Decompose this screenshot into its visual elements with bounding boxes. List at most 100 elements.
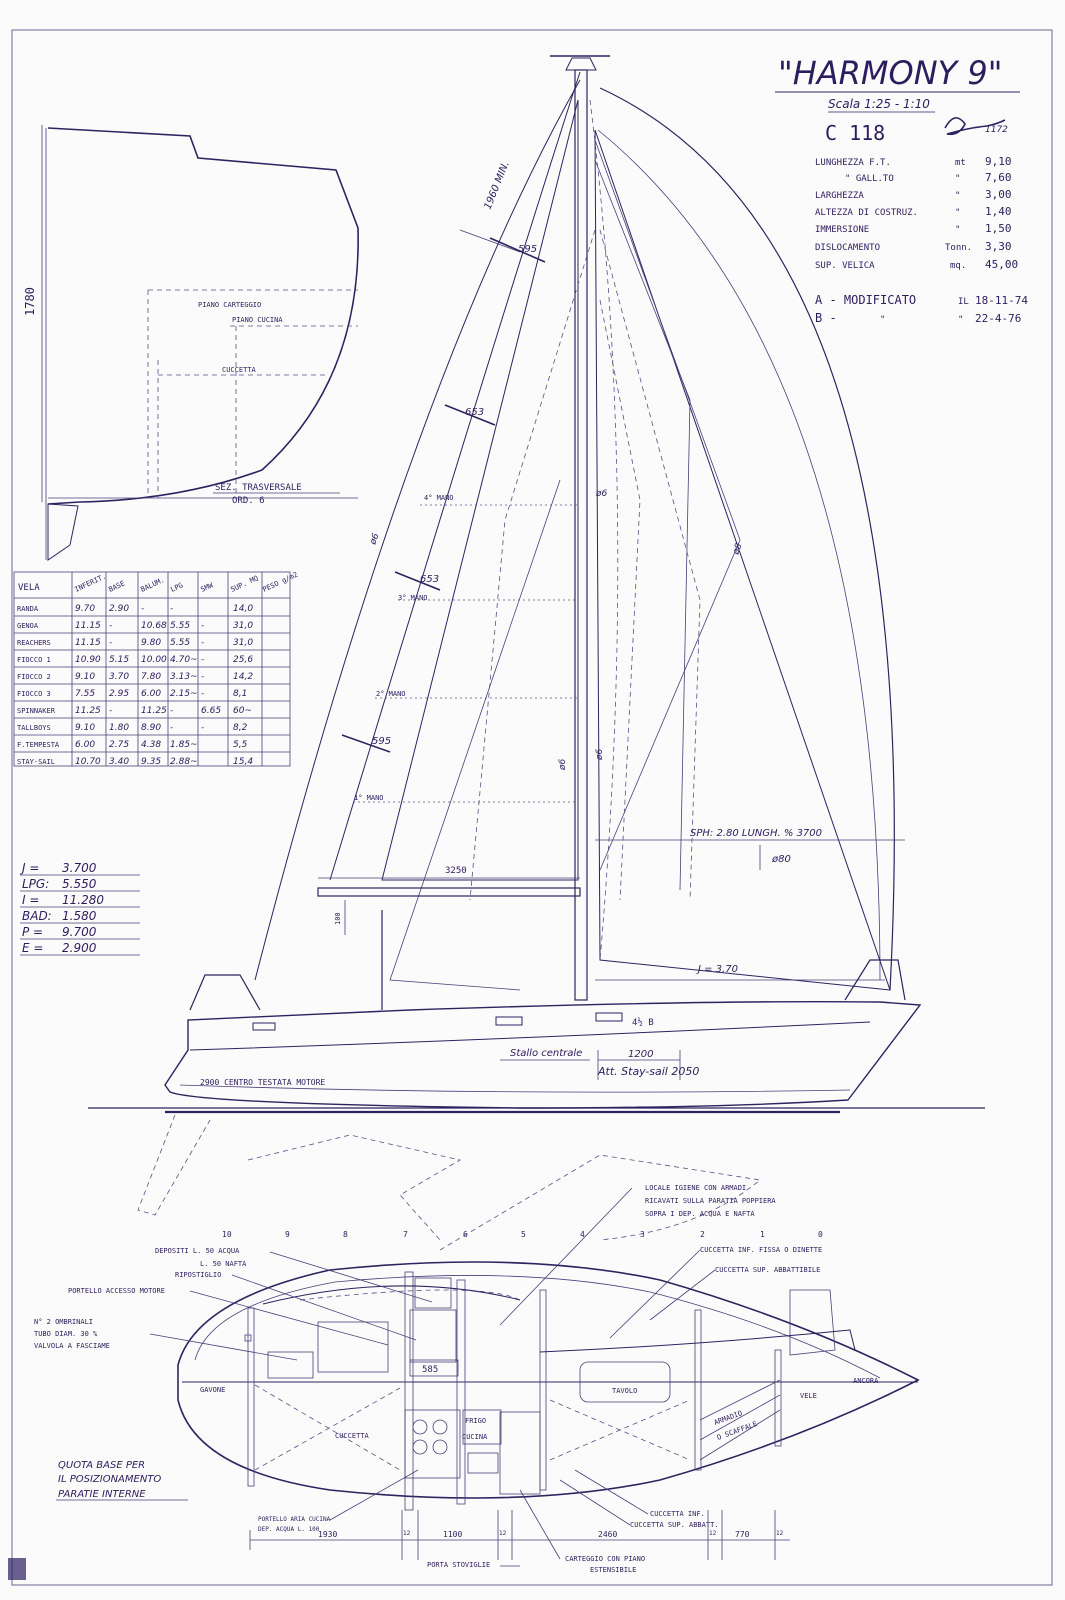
sail-table-cell: - <box>109 638 112 648</box>
svg-text:1930: 1930 <box>318 1530 337 1539</box>
cuccetta-label: CUCCETTA <box>222 366 257 374</box>
sail-table-cell: 9.70 <box>75 604 95 614</box>
svg-text:9.700: 9.700 <box>62 925 97 939</box>
genoa <box>594 129 891 991</box>
keel-section <box>47 503 79 561</box>
spec-row: LUNGHEZZA F.T. mt 9,10 <box>815 155 1012 168</box>
sail-table-cell: 4.70~ <box>170 655 198 665</box>
svg-text:770: 770 <box>735 1530 750 1539</box>
sail-table-cell: 8.90 <box>141 723 161 733</box>
svg-text:" GALL.TO: " GALL.TO <box>845 174 894 184</box>
bow-pulpit <box>844 959 906 1001</box>
svg-text:1,40: 1,40 <box>985 205 1012 218</box>
svg-text:2: 2 <box>700 1230 705 1239</box>
drawing-title: "HARMONY 9" <box>778 54 1002 92</box>
sail-table-cell: GENOA <box>17 622 39 630</box>
svg-text:1.580: 1.580 <box>62 909 97 923</box>
section-outline <box>47 127 359 505</box>
room-tavolo: TAVOLO <box>612 1387 637 1395</box>
mast-height-note: 1960 MIN. <box>483 160 512 211</box>
engine-note: 2900 CENTRO TESTATA MOTORE <box>200 1078 325 1087</box>
sail-table-cell: FIOCCO 1 <box>17 656 51 664</box>
porthole <box>595 1012 623 1022</box>
sail-table-cell: FIOCCO 2 <box>17 673 51 681</box>
sail-table-cell: 4.38 <box>141 740 161 750</box>
boom <box>317 887 581 897</box>
sail-table-cell: TALLBOYS <box>17 724 51 732</box>
sail-table-cell: 2.90 <box>109 604 129 614</box>
sail-table-cell: 11.15 <box>75 621 101 631</box>
spinnaker-pole-note: SPH: 2.80 LUNGH. % 3700 <box>690 828 822 839</box>
svg-text:LUNGHEZZA F.T.: LUNGHEZZA F.T. <box>815 158 891 168</box>
sail-table-cell: 9.10 <box>75 672 95 682</box>
svg-text:4: 4 <box>580 1230 585 1239</box>
svg-text:5.550: 5.550 <box>62 877 97 891</box>
svg-text:SOPRA I DEP. ACQUA E NAFTA: SOPRA I DEP. ACQUA E NAFTA <box>645 1210 755 1218</box>
signature-mark <box>944 117 1006 136</box>
svg-text:": " <box>955 225 960 235</box>
deck-edge <box>262 1285 521 1305</box>
svg-text:RICAVATI SULLA PARATIA POPPIER: RICAVATI SULLA PARATIA POPPIERA <box>645 1197 776 1205</box>
sail-table-cell: 6.00 <box>75 740 95 750</box>
sail-table-cell: REACHERS <box>17 639 51 647</box>
svg-text:mt: mt <box>955 158 966 168</box>
sail-table: VELA INFERIT. BASE BALUM. LPG SMW SUP. M… <box>13 571 299 767</box>
reef-1-label: 1° MANO <box>354 794 384 802</box>
sail-table-cell: - <box>170 706 173 716</box>
room-vele: VELE <box>800 1392 817 1400</box>
svg-text:3.700: 3.700 <box>62 861 97 875</box>
sheet-border <box>11 29 1053 1586</box>
sail-table-cell: 11.25 <box>141 706 167 716</box>
svg-text:10: 10 <box>222 1230 232 1239</box>
sail-table-cell: - <box>109 621 112 631</box>
mainsail <box>381 99 579 881</box>
sail-table-cell: 15,4 <box>233 757 253 767</box>
mod-a-date: 18-11-74 <box>975 294 1028 307</box>
sail-table-cell: - <box>170 723 173 733</box>
sail-table-cell: RANDA <box>17 605 39 613</box>
sheer-line <box>189 1021 871 1051</box>
sail-table-cell: 5.15 <box>109 655 129 665</box>
sail-table-cell: - <box>201 723 204 733</box>
sail-table-cell: 14,0 <box>233 604 253 614</box>
reef-4-label: 4° MANO <box>424 494 454 502</box>
spec-row: IMMERSIONE"1,50 <box>815 222 1012 235</box>
note-portello-aria: PORTELLO ARIA CUCINA <box>258 1516 331 1523</box>
note-ripostiglio: RIPOSTIGLIO <box>175 1271 221 1279</box>
reef-2-label: 2° MANO <box>376 690 406 698</box>
transverse-section: 1780 PIANO CARTEGGIO PIANO CUCINA CUCCET… <box>23 125 359 561</box>
svg-text:0: 0 <box>818 1230 823 1239</box>
sail-table-cell: 5.55 <box>170 621 190 631</box>
porthole <box>495 1016 523 1026</box>
sail-table-cell: 2.15~ <box>170 689 198 699</box>
sail-table-cell: - <box>201 638 204 648</box>
room-cucina: CUCINA <box>462 1433 488 1441</box>
stallo-label: Stallo centrale <box>510 1048 582 1059</box>
sail-table-cell: 9.80 <box>141 638 161 648</box>
svg-text:BALUM.: BALUM. <box>139 576 165 594</box>
svg-text:LPG: LPG <box>169 581 184 594</box>
note-portello-motore: PORTELLO ACCESSO MOTORE <box>68 1287 165 1295</box>
room-frigo: FRIGO <box>465 1417 486 1425</box>
sail-table-cell: 7.55 <box>75 689 95 699</box>
note-cuccetta-inf: CUCCETTA INF. <box>650 1510 705 1518</box>
station-numbers: 10 9 8 7 6 5 4 3 2 1 0 <box>222 1230 823 1239</box>
forestay <box>254 79 581 981</box>
batten <box>394 571 441 591</box>
svg-text:P =: P = <box>22 925 43 939</box>
sail-table-cell: 10.90 <box>75 655 101 665</box>
staysail-attachment: Att. Stay-sail 2050 <box>597 1065 699 1078</box>
svg-text:DEP. ACQUA L. 100: DEP. ACQUA L. 100 <box>258 1526 320 1533</box>
sail-table-cell: 3.40 <box>109 757 129 767</box>
svg-text:9,10: 9,10 <box>985 155 1012 168</box>
svg-text:LARGHEZZA: LARGHEZZA <box>815 191 864 201</box>
sail-plan: 595 653 653 595 1960 MIN. 4° MANO 3° MAN… <box>88 55 985 1251</box>
svg-text:9: 9 <box>285 1230 290 1239</box>
hull-plan-outline <box>177 1261 920 1499</box>
